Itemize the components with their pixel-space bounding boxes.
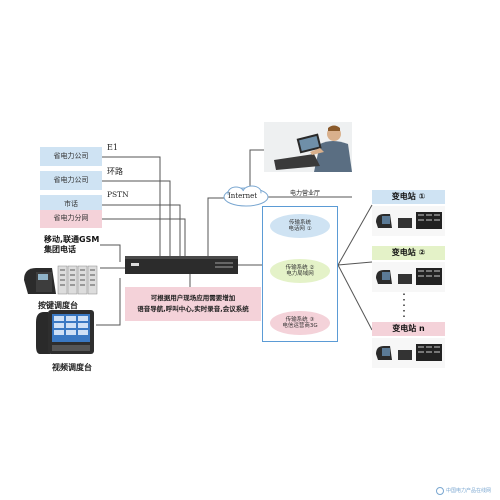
keypad-console-label: 按键调度台 (38, 301, 78, 310)
node-municipal: 市话 (40, 195, 102, 214)
substation-1: 变电站 ① (372, 190, 445, 236)
transmission-item-2: 传输系统 ② 电力局域网 (270, 259, 330, 283)
dispatch-switch (125, 256, 238, 274)
internet-cloud-shape (223, 185, 269, 207)
node-provincial-network: 省电力分网 (40, 210, 102, 228)
substation-2-equipment (372, 262, 445, 292)
watermark: 中国电力产品在线网 (436, 486, 498, 496)
substation-2-title-text: 变电站 ② (391, 247, 426, 257)
watermark-text: 中国电力产品在线网 (446, 488, 492, 494)
features-line1: 可根据用户现场应用需要增加 (150, 294, 236, 303)
transmission-item-3: 传输系统 ③ 电信运营商3G (270, 311, 330, 335)
transmission-item-3-line2: 电信运营商3G (282, 323, 318, 329)
node-provincial-company-2: 省电力公司 (40, 171, 102, 190)
node-provincial-company-1: 省电力公司 (40, 147, 102, 166)
transmission-item-1-line2: 电话网 ① (288, 226, 312, 232)
features-line2: 语音导航,呼叫中心,实时录音,会议系统 (137, 304, 249, 313)
business-hall-label: 电力营业厅 (290, 190, 321, 197)
substation-n-title: 变电站 n (372, 322, 445, 336)
internet-cloud: Internet (222, 184, 270, 208)
keypad-console-device (22, 258, 102, 298)
dispatch-switch-illustration (125, 256, 238, 274)
transmission-item-1: 传输系统 电话网 ① (270, 214, 330, 238)
video-console-illustration (36, 310, 94, 354)
link-e1-label: E1 (107, 143, 118, 152)
mobile-label-line1: 移动,联通GSM (44, 235, 100, 244)
transmission-item-3-line1: 传输系统 ③ (285, 316, 315, 323)
tablet-user-photo (264, 122, 352, 172)
substation-1-title: 变电站 ① (372, 190, 445, 204)
substation-2: 变电站 ② (372, 246, 445, 292)
watermark-logo-icon (436, 487, 444, 495)
mobile-label: 移动,联通GSM 集团电话 (44, 235, 99, 255)
node-provincial-company-1-label: 省电力公司 (53, 151, 89, 160)
substation-n-title-text: 变电站 n (392, 323, 425, 333)
node-municipal-label: 市话 (64, 199, 78, 208)
substation-n: 变电站 n (372, 322, 445, 368)
transmission-item-2-line1: 传输系统 ② (285, 264, 315, 271)
video-console-device (34, 308, 96, 358)
keypad-console-illustration (24, 265, 98, 295)
internet-label: Internet (228, 192, 258, 200)
mobile-label-line2: 集团电话 (44, 245, 76, 254)
features-box: 可根据用户现场应用需要增加 语音导航,呼叫中心,实时录音,会议系统 (125, 287, 261, 321)
transmission-item-1-line1: 传输系统 (288, 219, 311, 226)
substation-2-title: 变电站 ② (372, 246, 445, 260)
substation-1-title-text: 变电站 ① (391, 191, 426, 201)
tablet-user-illustration (264, 122, 352, 172)
link-pstn-label: PSTN (107, 190, 129, 199)
video-console-label: 视频调度台 (52, 363, 92, 372)
link-loop-label: 环路 (107, 167, 123, 176)
substation-1-equipment (372, 206, 445, 236)
node-provincial-network-label: 省电力分网 (53, 214, 89, 223)
node-provincial-company-2-label: 省电力公司 (53, 175, 89, 184)
substation-n-equipment (372, 338, 445, 368)
transmission-item-2-line2: 电力局域网 (286, 271, 314, 277)
